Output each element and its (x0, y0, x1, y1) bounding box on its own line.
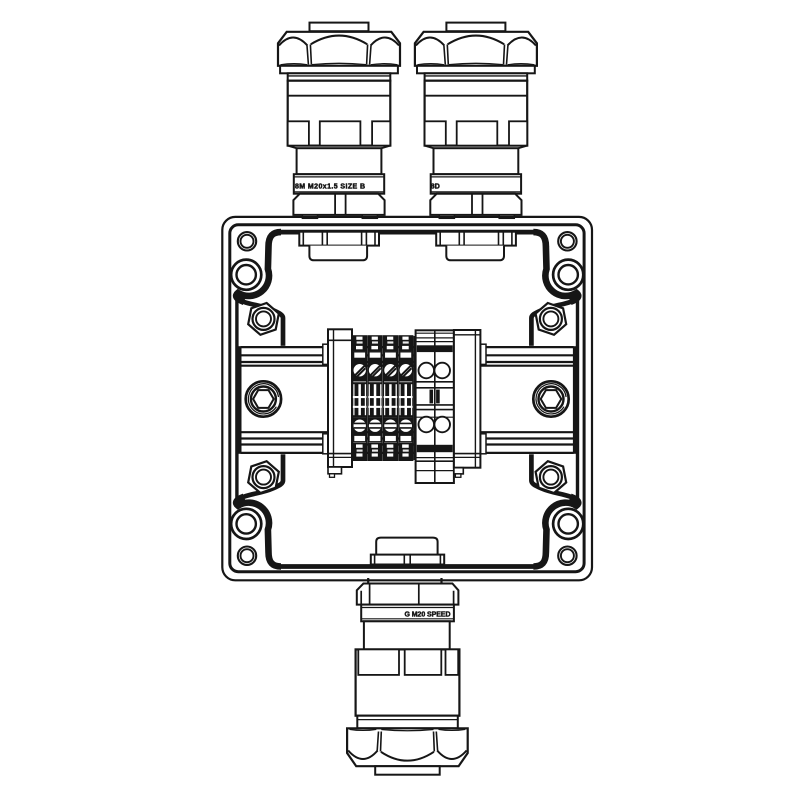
svg-text:G M20 SPEED: G M20 SPEED (405, 612, 451, 619)
svg-text:8M M20x1.5 SIZE B: 8M M20x1.5 SIZE B (295, 183, 365, 190)
svg-text:8D: 8D (431, 183, 440, 190)
